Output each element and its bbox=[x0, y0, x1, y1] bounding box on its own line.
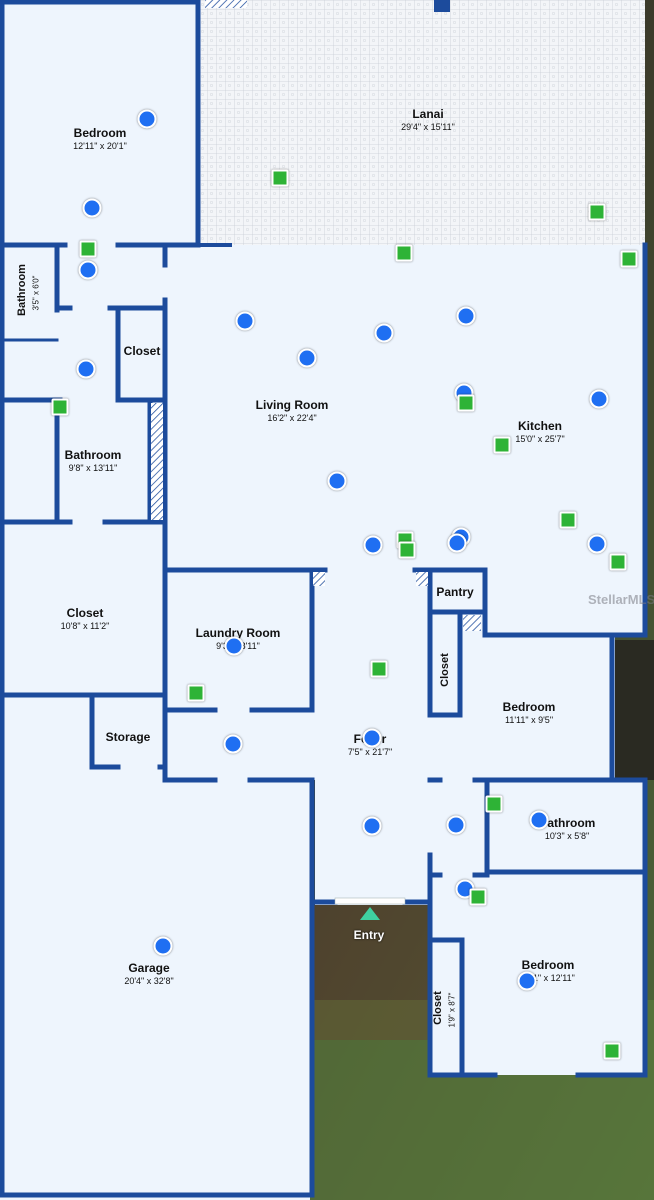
room-name: Bathroom bbox=[64, 448, 122, 462]
panorama-hotspot[interactable] bbox=[297, 348, 317, 368]
room-dimensions: 15'0" x 25'7" bbox=[515, 434, 565, 444]
photo-camera-icon[interactable] bbox=[51, 398, 69, 416]
panorama-hotspot[interactable] bbox=[153, 936, 173, 956]
panorama-hotspot[interactable] bbox=[82, 198, 102, 218]
watermark: StellarMLS bbox=[588, 592, 654, 607]
panorama-hotspot[interactable] bbox=[447, 533, 467, 553]
column-hatch bbox=[313, 572, 325, 586]
panorama-hotspot[interactable] bbox=[224, 636, 244, 656]
room-name: Bedroom bbox=[502, 700, 556, 714]
column-hatch bbox=[416, 572, 428, 586]
photo-camera-icon[interactable] bbox=[469, 888, 487, 906]
photo-camera-icon[interactable] bbox=[370, 660, 388, 678]
room-dimensions: 12'11" x 20'1" bbox=[73, 141, 127, 151]
photo-camera-icon[interactable] bbox=[485, 795, 503, 813]
room-dimensions: 16'2" x 22'4" bbox=[267, 413, 317, 423]
photo-camera-icon[interactable] bbox=[271, 169, 289, 187]
room-name: Kitchen bbox=[517, 419, 563, 433]
photo-camera-icon[interactable] bbox=[79, 240, 97, 258]
panorama-hotspot[interactable] bbox=[78, 260, 98, 280]
panorama-hotspot[interactable] bbox=[589, 389, 609, 409]
panorama-hotspot[interactable] bbox=[517, 971, 537, 991]
room-name: Laundry Room bbox=[195, 626, 281, 640]
room-name: Closet bbox=[432, 991, 444, 1025]
photo-camera-icon[interactable] bbox=[620, 250, 638, 268]
room-dimensions: 10'3" x 5'8" bbox=[544, 831, 590, 841]
room-name: Closet bbox=[123, 344, 161, 358]
room-dimensions: 7'5" x 21'7" bbox=[347, 747, 393, 757]
panorama-hotspot[interactable] bbox=[76, 359, 96, 379]
panorama-hotspot[interactable] bbox=[529, 810, 549, 830]
panorama-hotspot[interactable] bbox=[446, 815, 466, 835]
column-hatch bbox=[463, 615, 481, 631]
room-dimensions: 3'5" x 6'0" bbox=[31, 275, 41, 311]
room-dimensions: 20'4" x 32'8" bbox=[124, 976, 174, 986]
panorama-hotspot[interactable] bbox=[223, 734, 243, 754]
room-name: Bathroom bbox=[16, 264, 28, 316]
photo-camera-icon[interactable] bbox=[559, 511, 577, 529]
panorama-hotspot[interactable] bbox=[374, 323, 394, 343]
room-dimensions: 10'8" x 11'2" bbox=[60, 621, 110, 631]
room-name: Closet bbox=[439, 653, 451, 687]
photo-camera-icon[interactable] bbox=[588, 203, 606, 221]
entry-arrow-icon bbox=[360, 907, 380, 920]
room-name: Lanai bbox=[412, 107, 444, 121]
room-name: Bedroom bbox=[73, 126, 127, 140]
entry-label: Entry bbox=[353, 928, 385, 942]
room-dimensions: 1'9" x 8'7" bbox=[447, 992, 457, 1028]
room-name: Bathroom bbox=[538, 816, 596, 830]
panorama-hotspot[interactable] bbox=[235, 311, 255, 331]
room-dimensions: 29'4" x 15'11" bbox=[401, 122, 455, 132]
room-dimensions: 12'1" x 12'11" bbox=[521, 973, 575, 983]
panorama-hotspot[interactable] bbox=[137, 109, 157, 129]
photo-camera-icon[interactable] bbox=[395, 244, 413, 262]
column-hatch bbox=[205, 0, 247, 8]
panorama-hotspot[interactable] bbox=[362, 816, 382, 836]
room-name: Bedroom bbox=[521, 958, 575, 972]
room-dimensions: 9'8" x 13'11" bbox=[68, 463, 118, 473]
panorama-hotspot[interactable] bbox=[363, 535, 383, 555]
lanai-post bbox=[434, 0, 450, 12]
photo-camera-icon[interactable] bbox=[457, 394, 475, 412]
room-name: Storage bbox=[105, 730, 151, 744]
panorama-hotspot[interactable] bbox=[362, 728, 382, 748]
photo-camera-icon[interactable] bbox=[603, 1042, 621, 1060]
room-name: Pantry bbox=[436, 585, 474, 599]
entry-door bbox=[334, 897, 406, 905]
photo-camera-icon[interactable] bbox=[493, 436, 511, 454]
panorama-hotspot[interactable] bbox=[456, 306, 476, 326]
photo-camera-icon[interactable] bbox=[609, 553, 627, 571]
room-name: Garage bbox=[128, 961, 170, 975]
column-hatch bbox=[151, 403, 163, 520]
room-name: Living Room bbox=[255, 398, 329, 412]
room-name: Closet bbox=[66, 606, 104, 620]
photo-camera-icon[interactable] bbox=[187, 684, 205, 702]
photo-camera-icon[interactable] bbox=[398, 541, 416, 559]
lanai-floor bbox=[200, 0, 645, 245]
panorama-hotspot[interactable] bbox=[587, 534, 607, 554]
room-dimensions: 11'11" x 9'5" bbox=[504, 715, 554, 725]
panorama-hotspot[interactable] bbox=[327, 471, 347, 491]
